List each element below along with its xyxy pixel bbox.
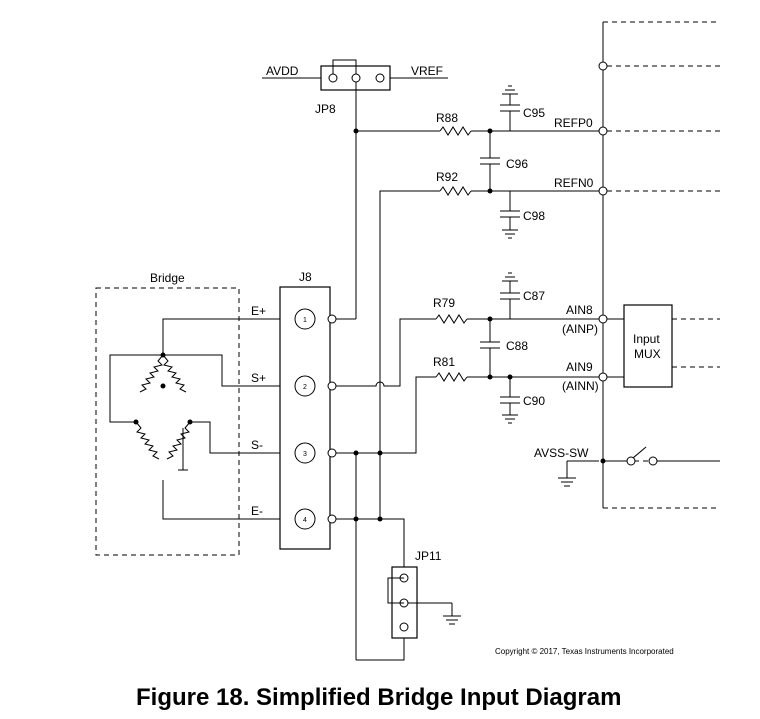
- refn0-label: REFN0: [554, 176, 594, 190]
- reference-network: R88 REFP0 R92 REFN0 C95 C96: [353, 82, 608, 382]
- r92-label: R92: [436, 170, 458, 184]
- c95-label: C95: [523, 106, 545, 120]
- mux-label-line1: Input: [633, 332, 660, 346]
- s-plus-label: S+: [251, 371, 266, 385]
- avss-switch: AVSS-SW: [534, 446, 720, 487]
- signal-wiring: R79 R81 AIN8 (AINP) AIN9 (AINN) C87: [336, 272, 624, 661]
- bridge-sensor: Bridge E+ S+ S- E-: [95, 271, 299, 556]
- r88-label: R88: [436, 111, 458, 125]
- j8-pin-2: 2: [303, 384, 307, 391]
- e-minus-label: E-: [251, 504, 263, 518]
- r81-label: R81: [433, 355, 455, 369]
- avss-sw-label: AVSS-SW: [534, 446, 589, 460]
- jp11-label: JP11: [415, 549, 442, 563]
- ainp-label: (AINP): [562, 322, 598, 336]
- refp0-label: REFP0: [554, 116, 593, 130]
- copyright-notice: Copyright © 2017, Texas Instruments Inco…: [495, 647, 674, 656]
- jumper-jp8: AVDD VREF JP8: [262, 59, 448, 116]
- bridge-label: Bridge: [150, 271, 185, 285]
- adc-bus: [598, 21, 720, 509]
- ain8-label: AIN8: [566, 303, 593, 317]
- j8-label: J8: [299, 270, 312, 284]
- j8-pin-3: 3: [303, 451, 307, 458]
- connector-j8: J8 1 2 3 4: [279, 270, 337, 550]
- c96-label: C96: [506, 157, 528, 171]
- c98-label: C98: [523, 209, 545, 223]
- jumper-jp11: JP11: [387, 549, 461, 639]
- jp8-label: JP8: [315, 102, 336, 116]
- j8-pin-1: 1: [303, 317, 307, 324]
- avdd-label: AVDD: [266, 64, 299, 78]
- c87-label: C87: [523, 289, 545, 303]
- e-plus-label: E+: [251, 304, 266, 318]
- ainn-label: (AINN): [562, 379, 599, 393]
- ain9-label: AIN9: [566, 360, 593, 374]
- j8-pin-4: 4: [303, 517, 307, 524]
- s-minus-label: S-: [251, 438, 263, 452]
- input-mux: Input MUX: [623, 304, 720, 388]
- c90-label: C90: [523, 394, 545, 408]
- vref-label: VREF: [411, 64, 443, 78]
- c88-label: C88: [506, 339, 528, 353]
- figure-caption: Figure 18. Simplified Bridge Input Diagr…: [136, 684, 621, 711]
- mux-label-line2: MUX: [634, 347, 661, 361]
- r79-label: R79: [433, 296, 455, 310]
